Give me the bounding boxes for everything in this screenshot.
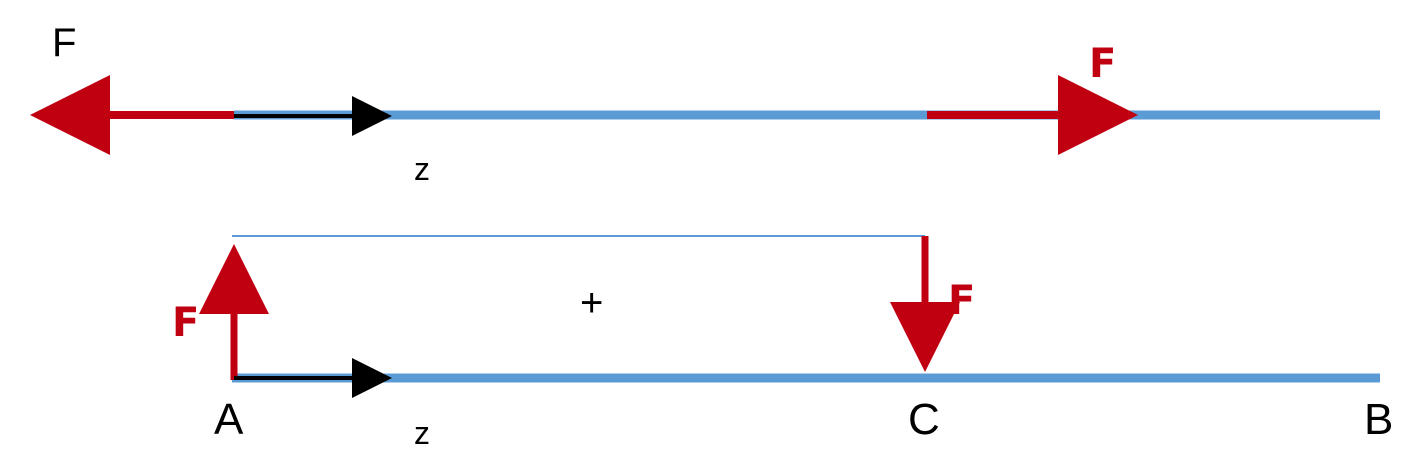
bottom-panel: F F + z A C B (172, 235, 1393, 451)
point-c-label: C (908, 395, 940, 444)
bottom-area-sign: + (580, 281, 603, 325)
bottom-z-axis-label: z (414, 415, 430, 451)
top-left-force-label: F (52, 21, 76, 65)
point-b-label: B (1364, 395, 1393, 444)
top-right-force-label: F (1089, 41, 1116, 87)
top-panel: F F z (30, 21, 1380, 187)
top-z-axis-label: z (414, 151, 430, 187)
bottom-left-force-label: F (172, 300, 199, 346)
point-a-label: A (214, 395, 244, 444)
bottom-right-force-label: F (948, 278, 975, 324)
